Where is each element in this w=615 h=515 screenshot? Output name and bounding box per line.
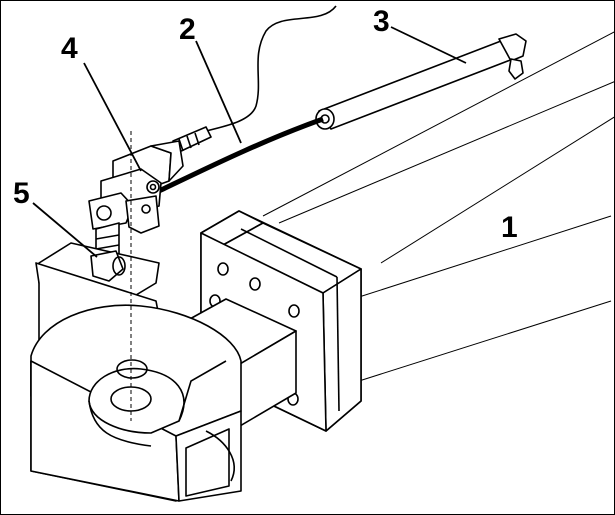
pivot-housing: [30, 262, 242, 502]
callout-5: 5: [13, 177, 30, 210]
leader-line-3: [390, 26, 467, 64]
angle-sensor: [88, 140, 184, 260]
boom-tube: [315, 33, 527, 130]
callout-4: 4: [61, 32, 78, 65]
leader-line-5: [32, 202, 98, 258]
leader-line-2: [195, 40, 242, 144]
sensor-cable: [157, 5, 337, 194]
callout-2: 2: [179, 13, 196, 46]
callout-3: 3: [373, 5, 390, 38]
callout-1: 1: [501, 211, 518, 244]
leader-line-4: [83, 62, 142, 172]
frame-beam: [262, 31, 614, 382]
